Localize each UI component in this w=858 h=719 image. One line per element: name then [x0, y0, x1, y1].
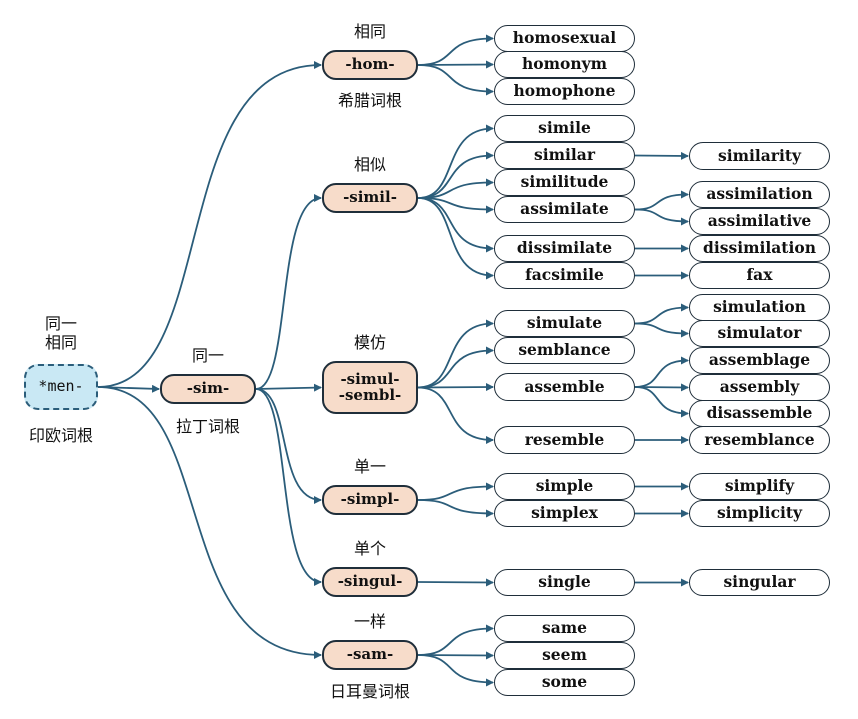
- word-simile[interactable]: simile: [494, 115, 635, 142]
- word-same[interactable]: same: [494, 615, 635, 642]
- word-fax[interactable]: fax: [689, 262, 830, 289]
- word-dissimilation[interactable]: dissimilation: [689, 235, 830, 262]
- sim-origin: 拉丁词根: [175, 417, 241, 436]
- node-simul-sembl[interactable]: -simul- -sembl-: [322, 361, 418, 414]
- sam-meaning: 一样: [353, 612, 387, 631]
- word-assemblage[interactable]: assemblage: [689, 347, 830, 374]
- word-homosexual[interactable]: homosexual: [494, 25, 635, 52]
- connector-simil-facsimile: [417, 197, 494, 280]
- simul-meaning: 模仿: [353, 333, 387, 352]
- connector-hom-homonym: [417, 60, 494, 69]
- connector-sam-seem: [417, 651, 494, 660]
- simpl-meaning: 单一: [353, 457, 387, 476]
- word-simple[interactable]: simple: [494, 473, 635, 500]
- word-semblance[interactable]: semblance: [494, 337, 635, 364]
- word-assembly[interactable]: assembly: [689, 374, 830, 401]
- connector-singul-single: [417, 578, 494, 587]
- connector-sim-simpl: [255, 388, 322, 504]
- node-sam[interactable]: -sam-: [322, 640, 418, 670]
- word-resemble[interactable]: resemble: [494, 426, 635, 454]
- connector-simul-resemble: [417, 386, 494, 444]
- simil-meaning: 相似: [353, 155, 387, 174]
- word-disassemble[interactable]: disassemble: [689, 400, 830, 427]
- connector-simulate-simulation: [634, 303, 689, 325]
- word-seem[interactable]: seem: [494, 642, 635, 669]
- word-similarity[interactable]: similarity: [689, 142, 830, 170]
- singul-meaning: 单个: [353, 539, 387, 558]
- node-simpl[interactable]: -simpl-: [322, 485, 418, 515]
- hom-origin: 希腊词根: [337, 91, 403, 110]
- node-hom[interactable]: -hom-: [322, 50, 418, 80]
- word-resemblance[interactable]: resemblance: [689, 426, 830, 454]
- word-similar[interactable]: similar: [494, 142, 635, 169]
- word-singular[interactable]: singular: [689, 569, 830, 596]
- word-dissimilate[interactable]: dissimilate: [494, 235, 635, 262]
- connector-assemble-assembly: [634, 383, 689, 392]
- root-origin: 印欧词根: [28, 426, 94, 445]
- connector-assimilate-assimilation: [634, 190, 689, 211]
- node-simil[interactable]: -simil-: [322, 183, 418, 213]
- connector-simpl-simplex: [417, 499, 494, 518]
- connector-sim-simul: [255, 383, 322, 392]
- connector-root-sam: [97, 386, 322, 659]
- word-simulator[interactable]: simulator: [689, 320, 830, 347]
- word-simulation[interactable]: simulation: [689, 294, 830, 321]
- connector-simul-assemble: [417, 383, 494, 392]
- connector-hom-homosexual: [417, 34, 494, 66]
- sim-meaning: 同一: [191, 346, 225, 365]
- word-simulate[interactable]: simulate: [494, 310, 635, 337]
- word-simplify[interactable]: simplify: [689, 473, 830, 500]
- word-homophone[interactable]: homophone: [494, 78, 635, 105]
- connector-sam-same: [417, 624, 494, 656]
- connector-simil-similar: [417, 151, 494, 199]
- connector-assimilate-assimilative: [634, 208, 689, 226]
- connector-simul-semblance: [417, 346, 494, 389]
- connector-simulate-simulator: [634, 322, 689, 338]
- word-single[interactable]: single: [494, 569, 635, 596]
- connector-simpl-simple: [417, 482, 494, 501]
- word-assimilative[interactable]: assimilative: [689, 208, 830, 235]
- word-assimilation[interactable]: assimilation: [689, 181, 830, 208]
- connector-sam-some: [417, 654, 494, 687]
- connector-assemble-disassemble: [634, 386, 689, 418]
- word-facsimile[interactable]: facsimile: [494, 262, 635, 289]
- word-simplex[interactable]: simplex: [494, 500, 635, 527]
- connector-simul-simulate: [417, 319, 494, 389]
- connector-similar-similarity: [634, 151, 689, 160]
- word-assimilate[interactable]: assimilate: [494, 196, 635, 223]
- root-meaning: 同一 相同: [44, 314, 78, 353]
- connector-root-hom: [97, 61, 322, 388]
- node-singul[interactable]: -singul-: [322, 567, 418, 597]
- connector-simil-assimilate: [417, 197, 494, 214]
- hom-meaning: 相同: [353, 22, 387, 41]
- word-homonym[interactable]: homonym: [494, 51, 635, 78]
- node-sim[interactable]: -sim-: [160, 374, 256, 404]
- connector-simil-simile: [417, 124, 494, 199]
- root-node-men[interactable]: *men-: [24, 364, 98, 410]
- word-assemble[interactable]: assemble: [494, 373, 635, 401]
- connector-sim-singul: [255, 388, 322, 586]
- connector-sim-simil: [255, 194, 322, 390]
- word-simplicity[interactable]: simplicity: [689, 500, 830, 527]
- connector-assemble-assemblage: [634, 356, 689, 388]
- word-similitude[interactable]: similitude: [494, 169, 635, 196]
- connector-hom-homophone: [417, 64, 494, 96]
- word-some[interactable]: some: [494, 669, 635, 696]
- sam-origin: 日耳曼词根: [329, 682, 411, 701]
